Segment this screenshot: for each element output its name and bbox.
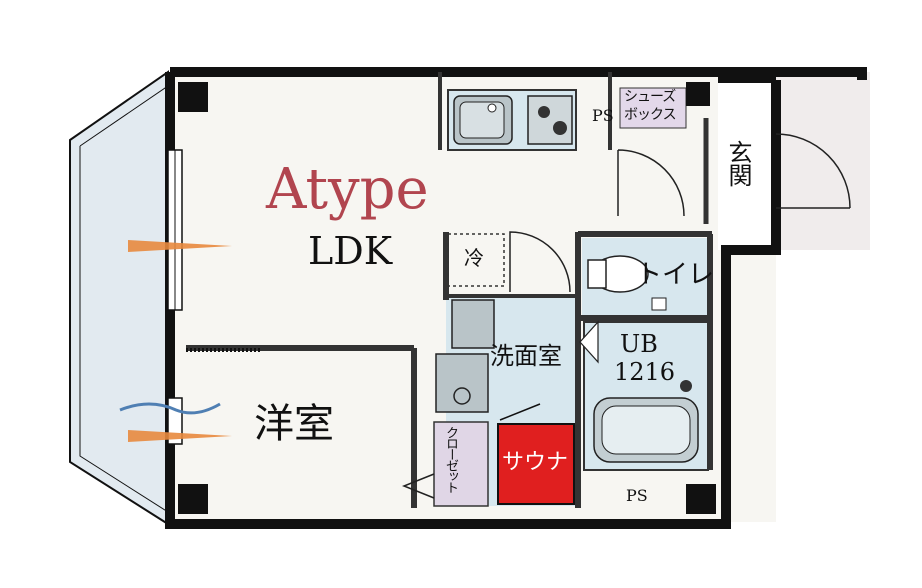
sink-basin [459,101,505,139]
fridge-label: 冷 [464,246,484,270]
closet-floor [433,421,489,507]
faucet [487,103,497,113]
room-label-sauna: サウナ [502,450,569,475]
drain [453,387,471,405]
column [178,484,208,514]
shower-valve [680,380,692,392]
room-label-toilet: トイレ [636,260,715,290]
room-label-ldk: LDK [308,229,393,273]
room-label-ub: UB [620,330,658,358]
burner [538,106,550,118]
sauna-door [499,403,541,421]
outside-corridor [775,72,870,250]
column [686,82,710,106]
plan-type-label: Atype [266,157,429,222]
bath-door [579,320,599,364]
column [686,484,716,514]
room-label-closet: クローゼット [443,426,458,492]
exterior-wall [165,67,867,529]
airflow-arrow [128,430,232,442]
ps-label-top: PS [592,106,614,125]
hall-door [617,149,685,217]
washroom-door [509,231,571,293]
room-label-washroom: 洗面室 [490,342,562,370]
stove [527,95,573,145]
bathtub-inner [601,405,691,455]
entrance-door [775,133,851,209]
breeze-icon [119,402,221,415]
room-label-entrance: 玄関 [724,140,752,186]
column [178,82,208,112]
shoe-box-floor [619,87,687,129]
shoe-box-label-2: ボックス [624,107,677,123]
airflow-arrow [128,240,232,252]
paper-holder [651,297,667,311]
room-label-western: 洋室 [254,401,334,447]
room-label-ub-size: 1216 [614,358,676,386]
ps-label-bottom: PS [626,486,648,505]
vanity [451,299,495,349]
shoe-box-label-1: シューズ [624,89,676,105]
toilet-tank [587,259,607,289]
sauna-floor [497,423,575,505]
closet-door [401,473,435,499]
burner [553,121,567,135]
balcony [69,70,169,526]
washing-machine-pan [435,353,489,413]
